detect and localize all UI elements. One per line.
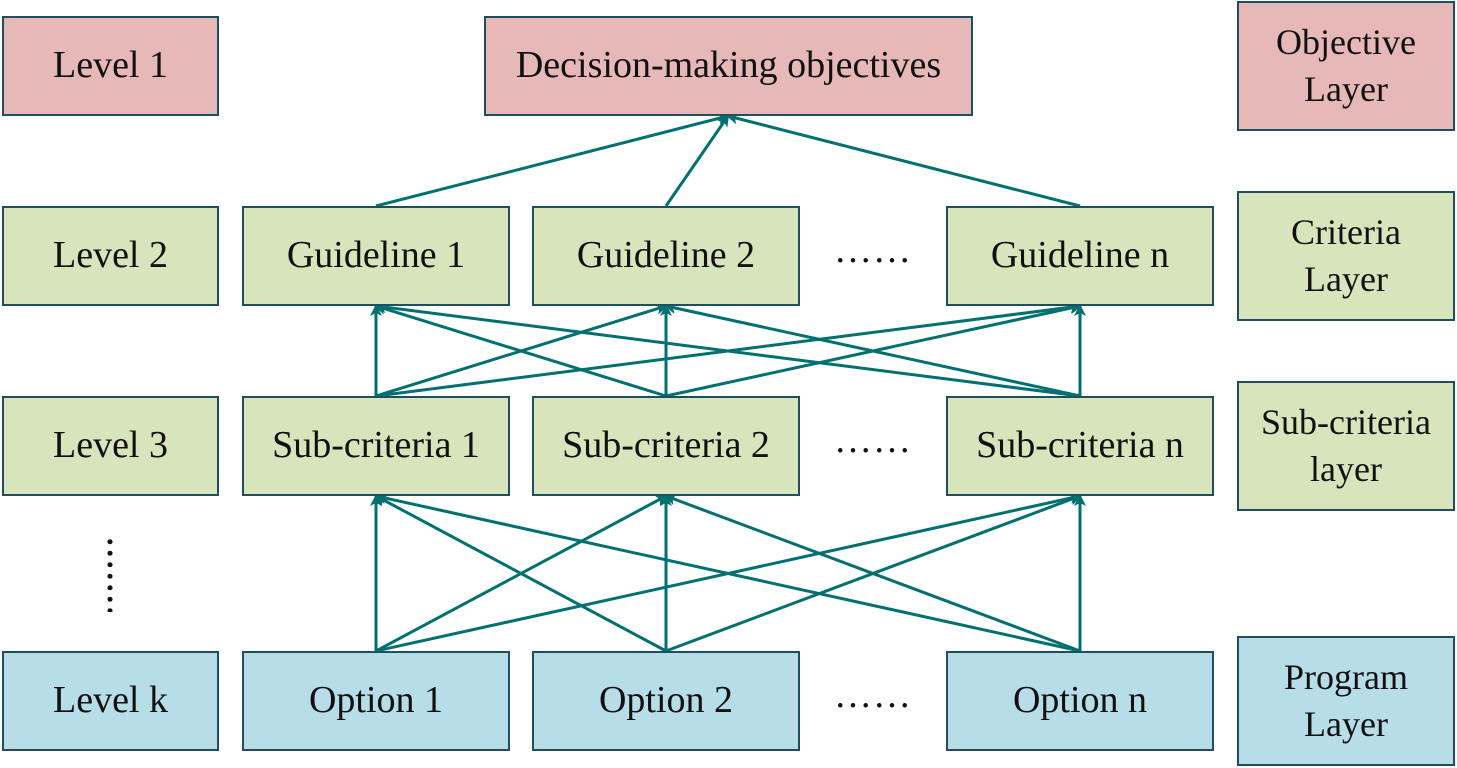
arrow-gn-to-objective bbox=[726, 112, 1081, 208]
criteria-layer-label: Criteria Layer bbox=[1237, 191, 1455, 321]
level-2-label: Level 2 bbox=[2, 206, 219, 306]
guideline-2-box: Guideline 2 bbox=[532, 206, 800, 306]
arrow-g2-to-objective bbox=[664, 114, 730, 207]
subcriteria-ellipsis: …… bbox=[834, 419, 912, 461]
guidelines-ellipsis: …… bbox=[834, 229, 912, 271]
arrow-sn-to-g2 bbox=[664, 302, 1081, 398]
arrow-sn-to-g1 bbox=[374, 301, 1081, 398]
guideline-1-box: Guideline 1 bbox=[242, 206, 510, 306]
level-1-label: Level 1 bbox=[2, 16, 219, 116]
arrow-on-to-s1 bbox=[374, 492, 1081, 653]
option-1-box: Option 1 bbox=[242, 651, 510, 751]
sub-criteria-1-box: Sub-criteria 1 bbox=[242, 396, 510, 496]
arrow-s2-to-g1 bbox=[374, 303, 667, 398]
guideline-n-box: Guideline n bbox=[946, 206, 1214, 306]
options-ellipsis: …… bbox=[834, 674, 912, 716]
sub-criteria-n-box: Sub-criteria n bbox=[946, 396, 1214, 496]
sub-criteria-layer-label: Sub-criteria layer bbox=[1237, 381, 1455, 511]
program-layer-label: Program Layer bbox=[1237, 636, 1455, 766]
arrow-g1-to-objective bbox=[375, 112, 730, 208]
decision-objective-box: Decision-making objectives bbox=[484, 16, 973, 116]
level-3-label: Level 3 bbox=[2, 396, 219, 496]
option-2-box: Option 2 bbox=[532, 651, 800, 751]
option-n-box: Option n bbox=[946, 651, 1214, 751]
vertical-ellipsis bbox=[104, 536, 116, 612]
arrow-on-to-s2 bbox=[664, 493, 1081, 653]
level-k-label: Level k bbox=[2, 651, 219, 751]
objective-layer-label: Objective Layer bbox=[1237, 1, 1455, 131]
sub-criteria-2-box: Sub-criteria 2 bbox=[532, 396, 800, 496]
arrow-o2-to-s1 bbox=[374, 494, 667, 653]
